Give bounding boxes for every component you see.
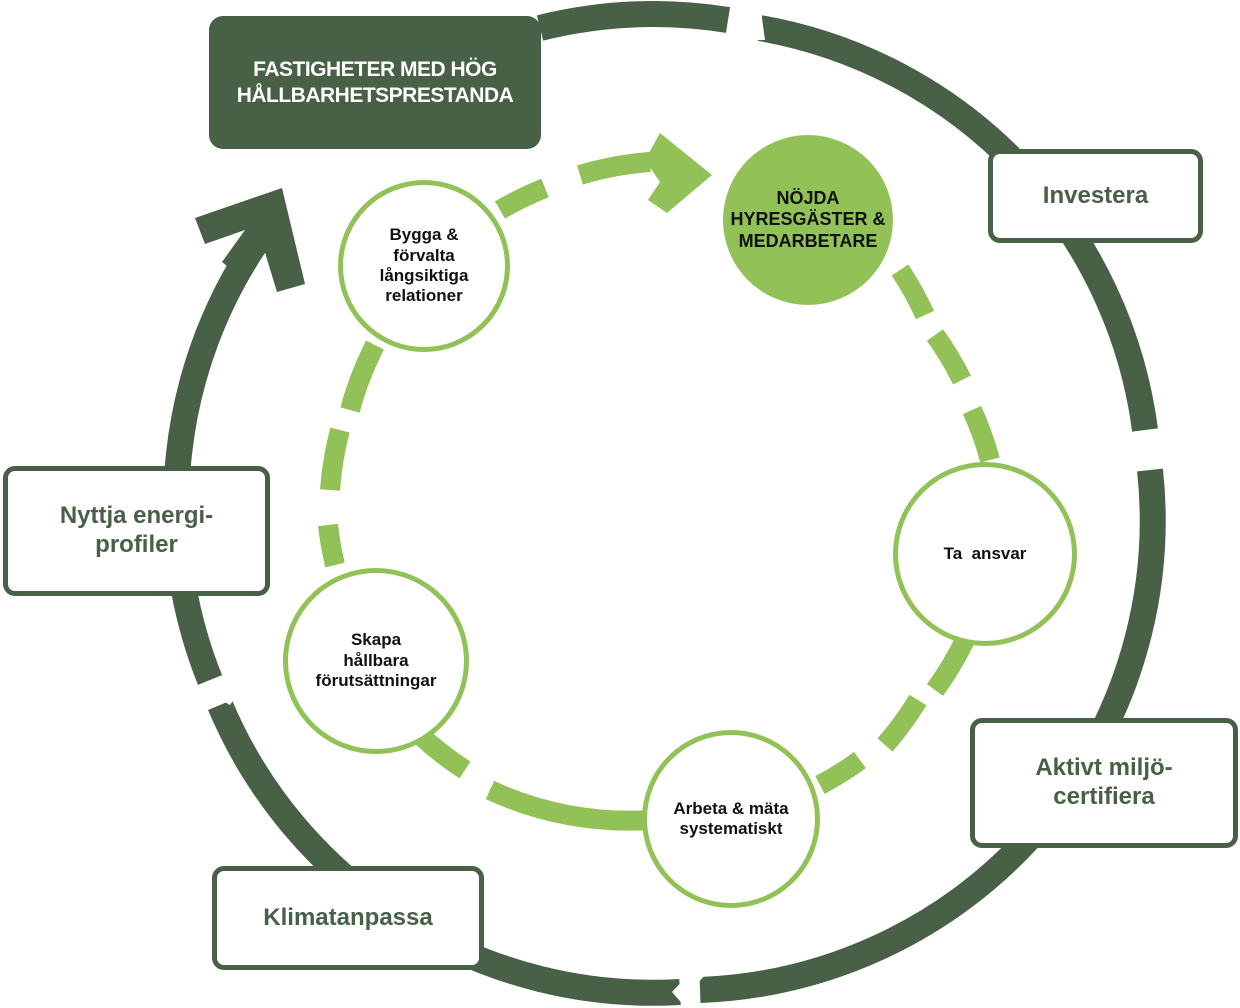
outer-box-nyttja-energiprofiler: Nyttja energi- profiler (3, 466, 270, 596)
skapa-line-2: hållbara (343, 650, 409, 670)
inner-ring-segment-13 (340, 340, 384, 413)
nojda-line-3: MEDARBETARE (738, 230, 878, 251)
inner-ring-segment-4 (926, 329, 971, 385)
nyttja-line-1: Nyttja energi- (59, 502, 214, 530)
outer-ring-notches (196, 4, 1170, 1008)
nojda-label: NÖJDA HYRESGÄSTER & MEDARBETARE (723, 135, 893, 305)
inner-ring-segment-2 (577, 152, 651, 185)
arbeta-line-1: Arbeta & mäta (673, 798, 789, 818)
inner-ring-segment-3 (891, 264, 935, 320)
outer-box-klimatanpassa-label: Klimatanpassa (217, 871, 479, 965)
investera-line-1: Investera (1042, 181, 1149, 209)
aktivt-line-2: certifiera (1053, 783, 1155, 810)
outer-box-aktivt-label: Aktivt miljö- certifiera (975, 723, 1233, 843)
inner-ring-segment-8 (815, 751, 866, 794)
arbeta-label: Arbeta & mäta systematiskt (647, 735, 815, 903)
outer-box-investera-label: Investera (993, 154, 1198, 238)
outer-box-klimatanpassa: Klimatanpassa (212, 866, 484, 970)
outer-box-investera: Investera (988, 149, 1203, 243)
outer-ring-arrowhead (195, 188, 305, 292)
bygga-line-2: förvalta (393, 245, 455, 265)
top-goal-line-1: FASTIGHETER MED HÖG (253, 58, 497, 82)
top-goal-label: FASTIGHETER MED HÖG HÅLLBARHETSPRESTANDA (209, 16, 541, 149)
bygga-label: Bygga & förvalta långsiktiga relationer (343, 185, 505, 347)
klimatanpassa-line-1: Klimatanpassa (263, 903, 433, 931)
nojda-line-2: HYRESGÄSTER & (730, 209, 886, 230)
inner-circle-bygga-forvalta: Bygga & förvalta långsiktiga relationer (338, 180, 510, 352)
inner-ring-segment-1 (494, 178, 549, 219)
inner-ring-arrowhead (645, 133, 712, 213)
inner-ring-segment-12 (320, 427, 350, 491)
skapa-label: Skapa hållbara förutsättningar (288, 573, 464, 749)
notch-top (733, 4, 765, 40)
top-goal-line-2: HÅLLBARHETSPRESTANDA (236, 83, 514, 107)
inner-ring-segment-9 (485, 780, 651, 831)
arbeta-line-2: systematiskt (679, 819, 783, 838)
inner-circle-ta-ansvar: Ta ansvar (893, 462, 1077, 646)
outer-ring-segment-left (163, 232, 269, 685)
nojda-line-1: NÖJDA (776, 187, 840, 208)
bygga-line-3: långsiktiga (379, 266, 469, 285)
outer-ring-segment-top (536, 1, 731, 41)
outer-box-aktivt-miljocertifiera: Aktivt miljö- certifiera (970, 718, 1238, 848)
notch-right (1128, 433, 1170, 462)
ta-ansvar-label: Ta ansvar (898, 467, 1072, 641)
skapa-line-1: Skapa (350, 630, 402, 650)
ta-ansvar-line-1: Ta ansvar (943, 543, 1027, 563)
top-goal-box: FASTIGHETER MED HÖG HÅLLBARHETSPRESTANDA (209, 16, 541, 149)
outer-box-nyttja-label: Nyttja energi- profiler (8, 471, 265, 591)
notch-bottom (672, 975, 705, 1008)
inner-ring-segment-6 (926, 635, 974, 696)
inner-circle-nojda-hyresgaster: NÖJDA HYRESGÄSTER & MEDARBETARE (723, 135, 893, 305)
bygga-line-1: Bygga & (389, 225, 459, 245)
bygga-line-4: relationer (385, 286, 463, 306)
inner-ring-segment-5 (962, 405, 1000, 463)
inner-ring-segment-11 (318, 523, 345, 568)
inner-circle-skapa-hallbara: Skapa hållbara förutsättningar (283, 568, 469, 754)
nyttja-line-2: profiler (95, 531, 178, 558)
aktivt-line-1: Aktivt miljö- (1035, 754, 1173, 782)
inner-ring-segment-7 (877, 694, 927, 752)
inner-circle-arbeta-mata: Arbeta & mäta systematiskt (642, 730, 820, 908)
skapa-line-3: förutsättningar (315, 671, 437, 691)
notch-left (196, 690, 240, 705)
